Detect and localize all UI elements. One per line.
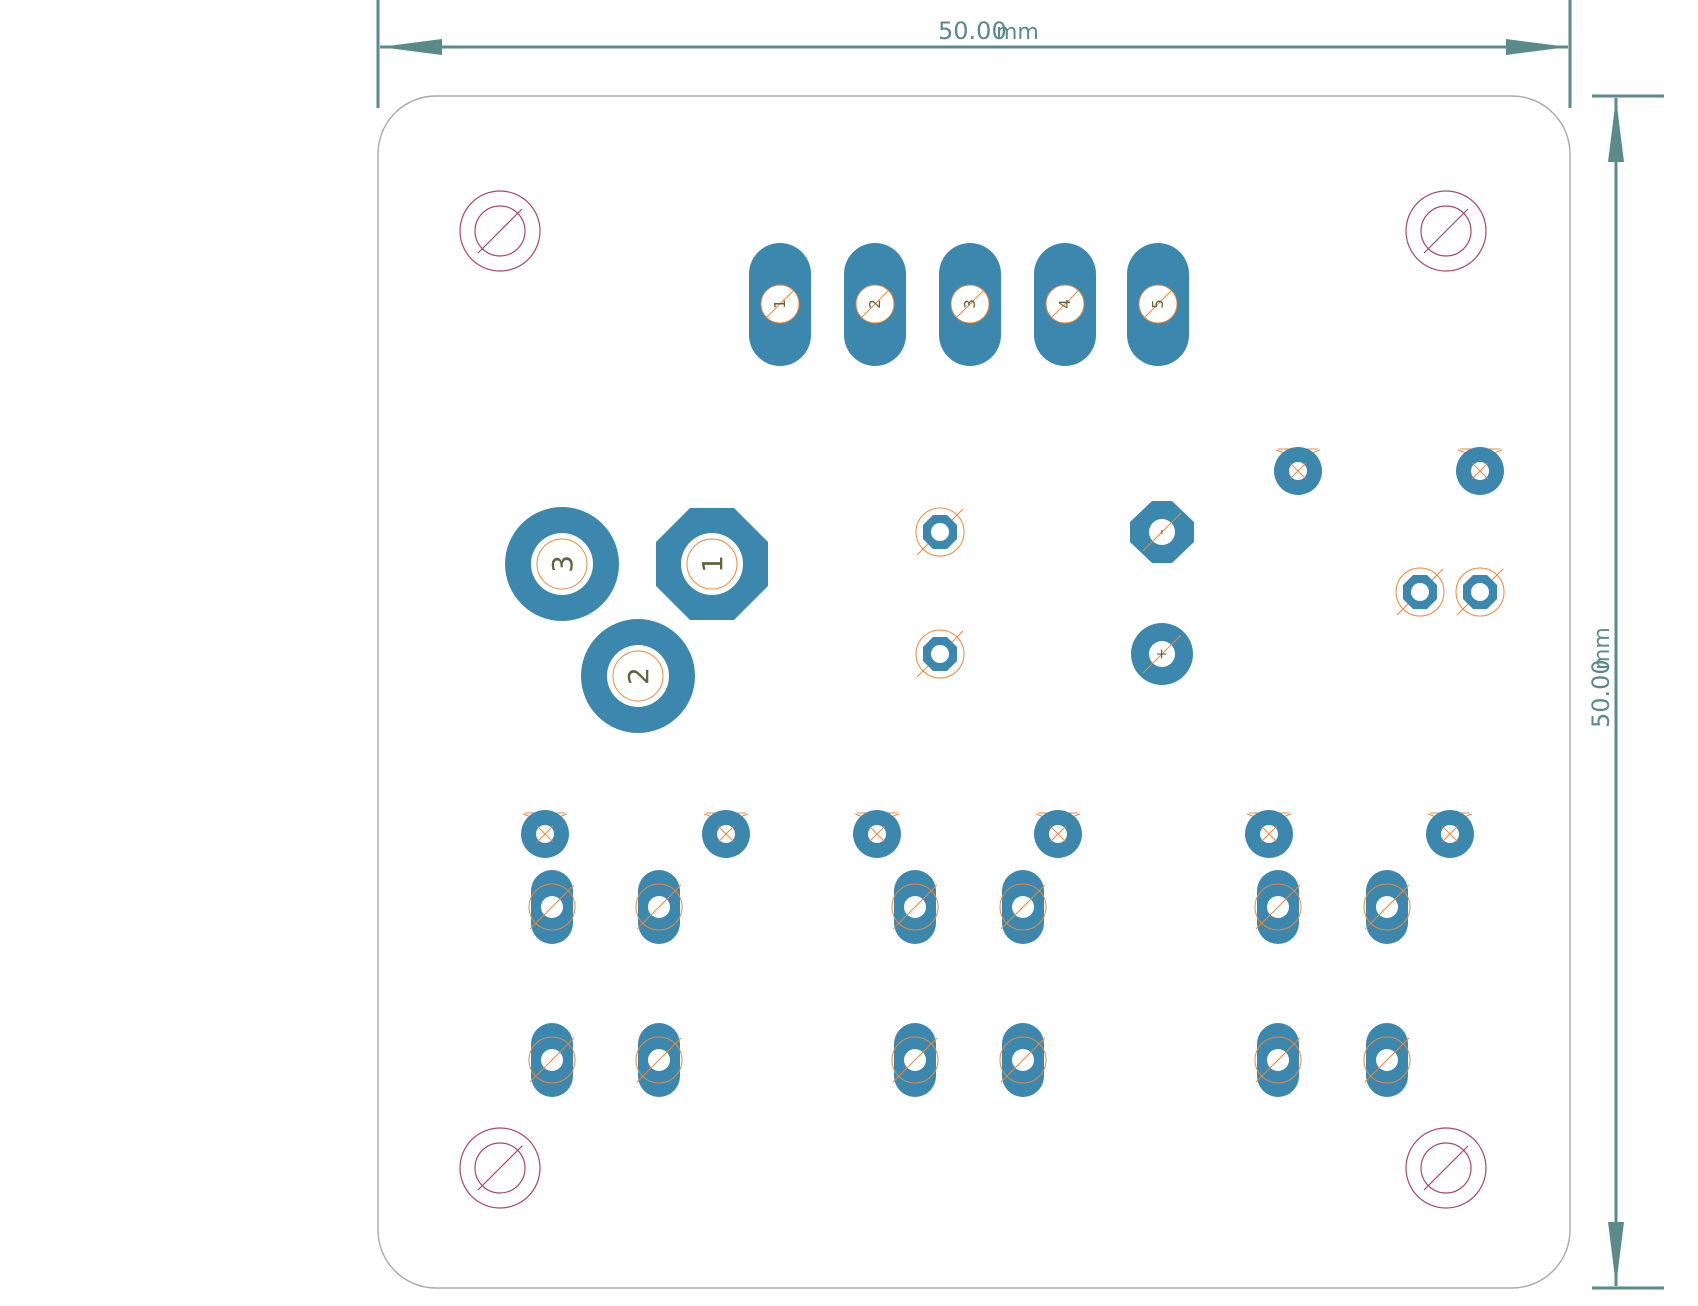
resistor-pad xyxy=(853,810,901,858)
oval-pad xyxy=(1363,870,1411,944)
header-pad: 1 xyxy=(749,243,811,366)
resistor-pad xyxy=(1426,810,1474,858)
terminal-pin-label: 3 xyxy=(546,555,579,573)
board-outline xyxy=(377,95,1571,1289)
terminal-pad: 2 xyxy=(581,619,695,733)
resistor-pad xyxy=(521,810,569,858)
resistor-pad-row xyxy=(521,810,1474,858)
small-pad xyxy=(915,507,965,557)
capacitor-pin-label: - xyxy=(1154,529,1170,534)
header-pin-label: 3 xyxy=(961,299,979,309)
header-pad: 2 xyxy=(844,243,906,366)
terminal-pad: 3 xyxy=(505,507,619,621)
resistor-pad xyxy=(1034,810,1082,858)
oval-pad-row-lower xyxy=(528,1023,1411,1097)
terminal-pin-label: 1 xyxy=(696,555,729,573)
resistor-pad xyxy=(1456,447,1504,495)
oval-pad xyxy=(635,870,683,944)
header-pin-label: 4 xyxy=(1056,299,1074,309)
header-pad: 4 xyxy=(1034,243,1096,366)
small-pad xyxy=(915,629,965,679)
resistor-pad xyxy=(1274,447,1322,495)
oval-pad xyxy=(528,870,576,944)
capacitor-pad-negative: - xyxy=(1130,501,1194,563)
terminal-pad: 1 xyxy=(656,508,768,620)
small-pad xyxy=(1455,567,1505,617)
width-dimension-unit: mm xyxy=(996,20,1039,45)
power-terminal: 3 1 2 xyxy=(505,507,768,733)
height-dimension xyxy=(1592,94,1664,1290)
header-pad: 3 xyxy=(939,243,1001,366)
mounting-hole xyxy=(459,1127,541,1209)
width-dimension-value: 50.00 xyxy=(938,17,1007,45)
height-dimension-value: 50.00 xyxy=(1587,659,1615,728)
header-pin-label: 2 xyxy=(866,299,884,309)
mounting-hole xyxy=(1405,190,1487,272)
header-5pin: 1 2 3 4 5 xyxy=(749,243,1189,366)
oval-pad xyxy=(891,1023,939,1097)
header-pin-label: 1 xyxy=(771,299,789,309)
header-pin-label: 5 xyxy=(1149,299,1167,309)
oval-pad xyxy=(891,870,939,944)
oval-pad xyxy=(999,1023,1047,1097)
oval-pad xyxy=(528,1023,576,1097)
terminal-pin-label: 2 xyxy=(622,667,655,685)
oval-pad xyxy=(999,870,1047,944)
oval-pad-row-upper xyxy=(528,870,1411,944)
resistor-pad xyxy=(702,810,750,858)
oval-pad xyxy=(1363,1023,1411,1097)
mounting-hole xyxy=(1405,1127,1487,1209)
small-pad xyxy=(1395,567,1445,617)
capacitor-pad-positive: + xyxy=(1131,623,1193,685)
resistor-pad xyxy=(1245,810,1293,858)
capacitor-pin-label: + xyxy=(1154,648,1170,660)
mounting-hole xyxy=(459,190,541,272)
header-pad: 5 xyxy=(1127,243,1189,366)
capacitor: - + xyxy=(1130,501,1194,685)
oval-pad xyxy=(1254,1023,1302,1097)
height-dimension-unit: mm xyxy=(1590,627,1615,670)
width-dimension xyxy=(376,0,1572,108)
oval-pad xyxy=(635,1023,683,1097)
oval-pad xyxy=(1254,870,1302,944)
